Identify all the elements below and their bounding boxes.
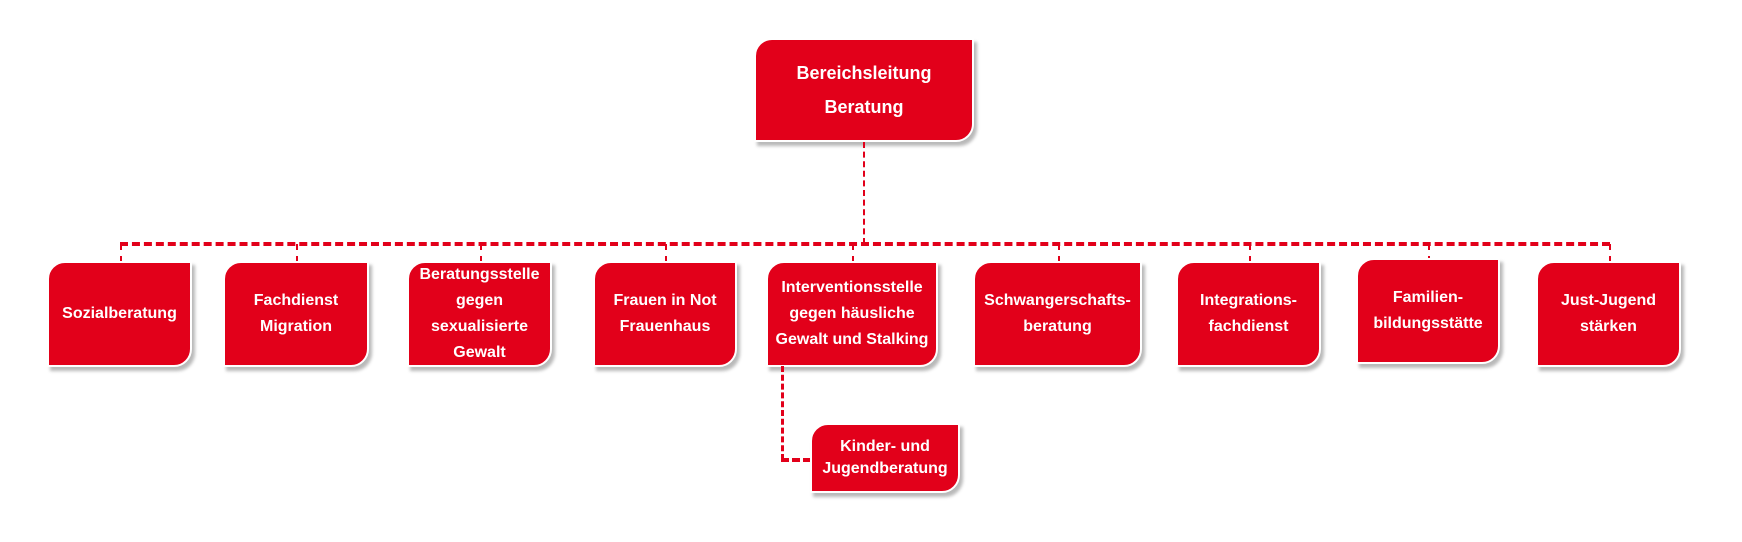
node-label-line: Schwangerschafts- bbox=[984, 292, 1131, 309]
node-label-line: Gewalt und Stalking bbox=[775, 331, 929, 348]
node-label-line: Migration bbox=[260, 318, 332, 335]
connector-drop bbox=[1609, 244, 1611, 262]
node-label-line: Kinder- und bbox=[840, 438, 930, 455]
node-unit: Just-Jugend stärken bbox=[1536, 261, 1681, 367]
node-label-line: Beratung bbox=[824, 97, 904, 117]
node-label-line: gegen bbox=[455, 292, 504, 309]
node-label-line: fachdienst bbox=[1208, 318, 1289, 335]
connector-horizontal bbox=[120, 242, 1610, 246]
connector-drop bbox=[852, 244, 854, 262]
node-label-line: gegen häusliche bbox=[789, 305, 915, 322]
node-label-line: beratung bbox=[1023, 318, 1092, 335]
node-label-line: Integrations- bbox=[1200, 292, 1297, 309]
node-label-line: Frauen in Not bbox=[613, 292, 717, 309]
connector-drop bbox=[1428, 244, 1430, 262]
node-label-line: Beratungsstelle bbox=[419, 266, 540, 283]
node-label-line: sexualisierte bbox=[431, 318, 528, 335]
node-label-line: stärken bbox=[1580, 318, 1637, 335]
connector-drop bbox=[120, 244, 122, 262]
node-label-line: Just-Jugend bbox=[1560, 292, 1657, 309]
node-unit: Schwangerschafts-beratung bbox=[973, 261, 1142, 367]
node-label-line: Jugendberatung bbox=[822, 460, 948, 477]
node-label-line: Familien- bbox=[1392, 289, 1464, 306]
connector-drop bbox=[665, 244, 667, 262]
node-label-line: Gewalt bbox=[453, 344, 506, 361]
node-label-line: Interventionsstelle bbox=[781, 279, 923, 296]
node-label-line: bildungsstätte bbox=[1373, 315, 1483, 332]
node-bereichsleitung-beratung: Bereichsleitung Beratung bbox=[754, 38, 974, 142]
connector-sub-horizontal bbox=[781, 458, 811, 462]
node-label-line: Sozialberatung bbox=[62, 305, 177, 322]
node-unit: Familien-bildungsstätte bbox=[1356, 258, 1500, 364]
node-label-line: Bereichsleitung bbox=[796, 63, 932, 83]
connector-drop bbox=[1058, 244, 1060, 262]
connector-root bbox=[863, 142, 865, 244]
connector-drop bbox=[1249, 244, 1251, 262]
node-unit: Sozialberatung bbox=[47, 261, 192, 367]
node-label-line: Fachdienst bbox=[253, 292, 339, 309]
connector-sub bbox=[781, 366, 784, 460]
connector-drop bbox=[296, 244, 298, 262]
node-label-line: Frauenhaus bbox=[619, 318, 711, 335]
connector-drop bbox=[480, 244, 482, 262]
node-unit: Integrations-fachdienst bbox=[1176, 261, 1321, 367]
